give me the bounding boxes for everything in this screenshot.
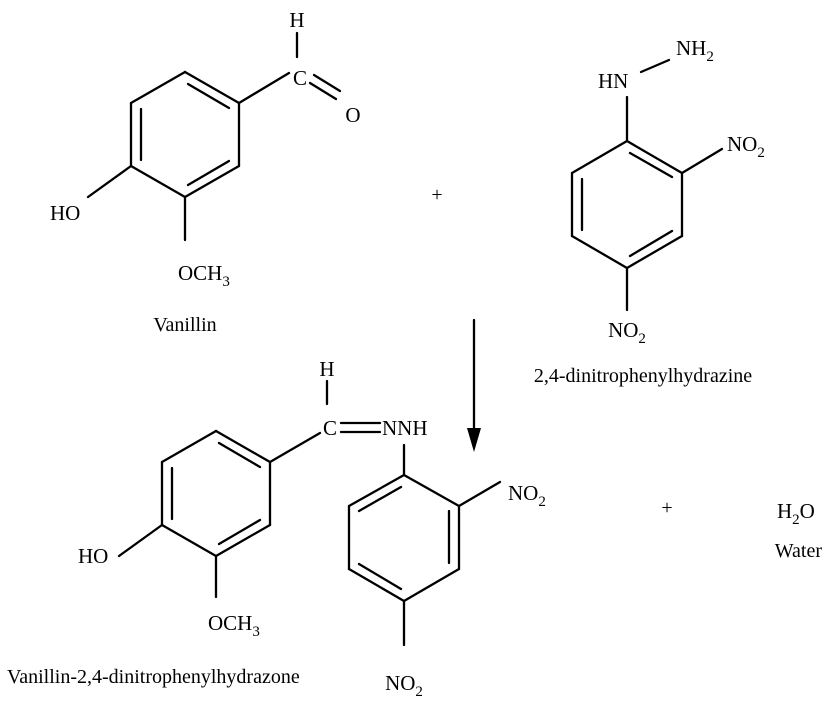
hydrazone-nitro-ortho-subscript: 2: [538, 494, 546, 510]
dnph-hn-label: HN: [598, 69, 628, 93]
dnph-ring: [570, 139, 684, 270]
water-formula-subscript: 2: [792, 512, 800, 528]
vanillin-substituent-bonds: [86, 31, 342, 242]
dnph-nitro-para-text: NO: [608, 318, 638, 342]
hydrazone-nitro-ortho-label: NO2: [508, 481, 546, 510]
water-formula-h: H: [777, 499, 792, 523]
dnph-structure: HN NH2 NO2 NO2: [570, 36, 765, 347]
hydrazone-nitro-para-subscript: 2: [415, 684, 423, 700]
imine-h-label: H: [319, 357, 334, 381]
dnph-nitro-ortho-subscript: 2: [757, 145, 765, 161]
aldehyde-h-label: H: [289, 8, 304, 32]
dnph-nitro-ortho-text: NO: [727, 132, 757, 156]
imine-c-label: C: [323, 416, 337, 440]
reaction-arrow: [467, 318, 481, 452]
water-formula: H2O: [777, 499, 815, 528]
dnph-nitro-para-subscript: 2: [638, 331, 646, 347]
hydrazone-structure: H C NNH NO2 HO OCH3 NO2: [78, 357, 546, 700]
hydrazone-nitro-para-label: NO2: [385, 671, 423, 700]
vanillin-structure: H C O HO OCH3: [50, 8, 361, 290]
arrow-head-icon: [467, 428, 481, 452]
hydrazone-nitro-ortho-text: NO: [508, 481, 538, 505]
dnph-nh2-text: NH: [676, 36, 706, 60]
water-formula-o: O: [800, 499, 815, 523]
hydrazone-hydroxyl-label: HO: [78, 544, 108, 568]
dnph-nh2-subscript: 2: [706, 49, 714, 65]
vanillin-methoxy-text: OCH: [178, 261, 222, 285]
dnph-nh2-label: NH2: [676, 36, 714, 65]
plus-sign-reactants: +: [431, 184, 442, 206]
hydrazone-methoxy-text: OCH: [208, 611, 252, 635]
dnph-name-label: 2,4-dinitrophenylhydrazine: [534, 365, 752, 387]
hydrazone-methoxy-subscript: 3: [252, 624, 260, 640]
vanillin-ring: [129, 70, 241, 199]
aldehyde-c-label: C: [293, 66, 307, 90]
dnph-nitro-ortho-label: NO2: [727, 132, 765, 161]
hydrazone-dnp-ring: [347, 473, 461, 603]
vanillin-hydroxyl-label: HO: [50, 201, 80, 225]
vanillin-methoxy-subscript: 3: [222, 274, 230, 290]
plus-sign-products: +: [661, 497, 672, 519]
hydrazone-name-label: Vanillin-2,4-dinitrophenylhydrazone: [7, 666, 300, 688]
aldehyde-o-label: O: [345, 103, 360, 127]
vanillin-methoxy-label: OCH3: [178, 261, 230, 290]
water-name-label: Water: [775, 540, 823, 562]
hydrazone-nitro-para-text: NO: [385, 671, 415, 695]
vanillin-name-label: Vanillin: [153, 314, 216, 336]
hydrazone-vanillin-ring: [160, 429, 272, 558]
hydrazone-substituent-bonds: [117, 379, 502, 647]
dnph-substituent-bonds: [625, 58, 724, 312]
dnph-nitro-para-label: NO2: [608, 318, 646, 347]
hydrazone-methoxy-label: OCH3: [208, 611, 260, 640]
nnh-label: NNH: [382, 416, 428, 440]
